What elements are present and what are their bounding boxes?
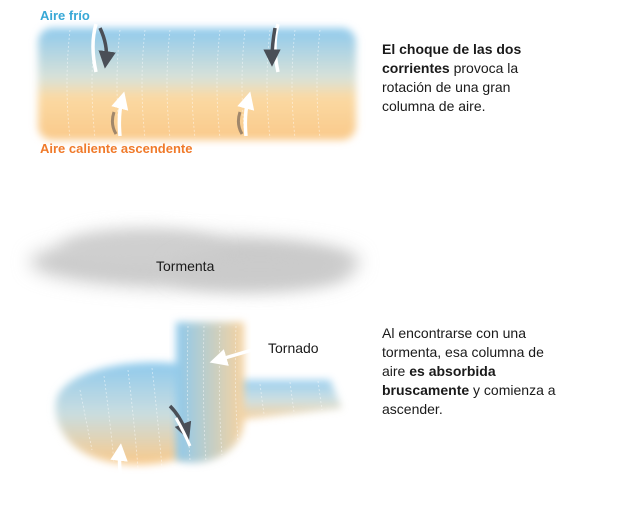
horizontal-air-column xyxy=(38,28,356,140)
cold-air-label: Aire frío xyxy=(40,8,90,23)
storm-label: Tormenta xyxy=(156,258,215,274)
caption-storm-bold: es absorbida bruscamente xyxy=(382,363,496,398)
tornado-ascend-arrow xyxy=(110,443,128,491)
tornado-label: Tornado xyxy=(268,340,319,356)
caption-storm-text-2: y comienza a ascender. xyxy=(382,382,556,417)
tornado-pointer-arrow xyxy=(209,348,253,366)
rotation-arrow-right xyxy=(236,23,281,137)
caption-collision-text: provoca la rotación de una gran columna … xyxy=(382,60,519,114)
tornado-rotation-arrow xyxy=(168,404,192,447)
warm-air-label: Aire caliente ascendente xyxy=(40,141,193,156)
storm-cloud xyxy=(30,230,360,290)
caption-storm-text-1: Al encontrarse con una tormenta, esa col… xyxy=(382,325,544,379)
caption-storm: Al encontrarse con una tormenta, esa col… xyxy=(382,324,557,419)
caption-collision-bold: El choque de las dos corrientes xyxy=(382,41,522,76)
caption-collision: El choque de las dos corrientes provoca … xyxy=(382,40,557,116)
rotation-arrow-left xyxy=(91,23,129,137)
